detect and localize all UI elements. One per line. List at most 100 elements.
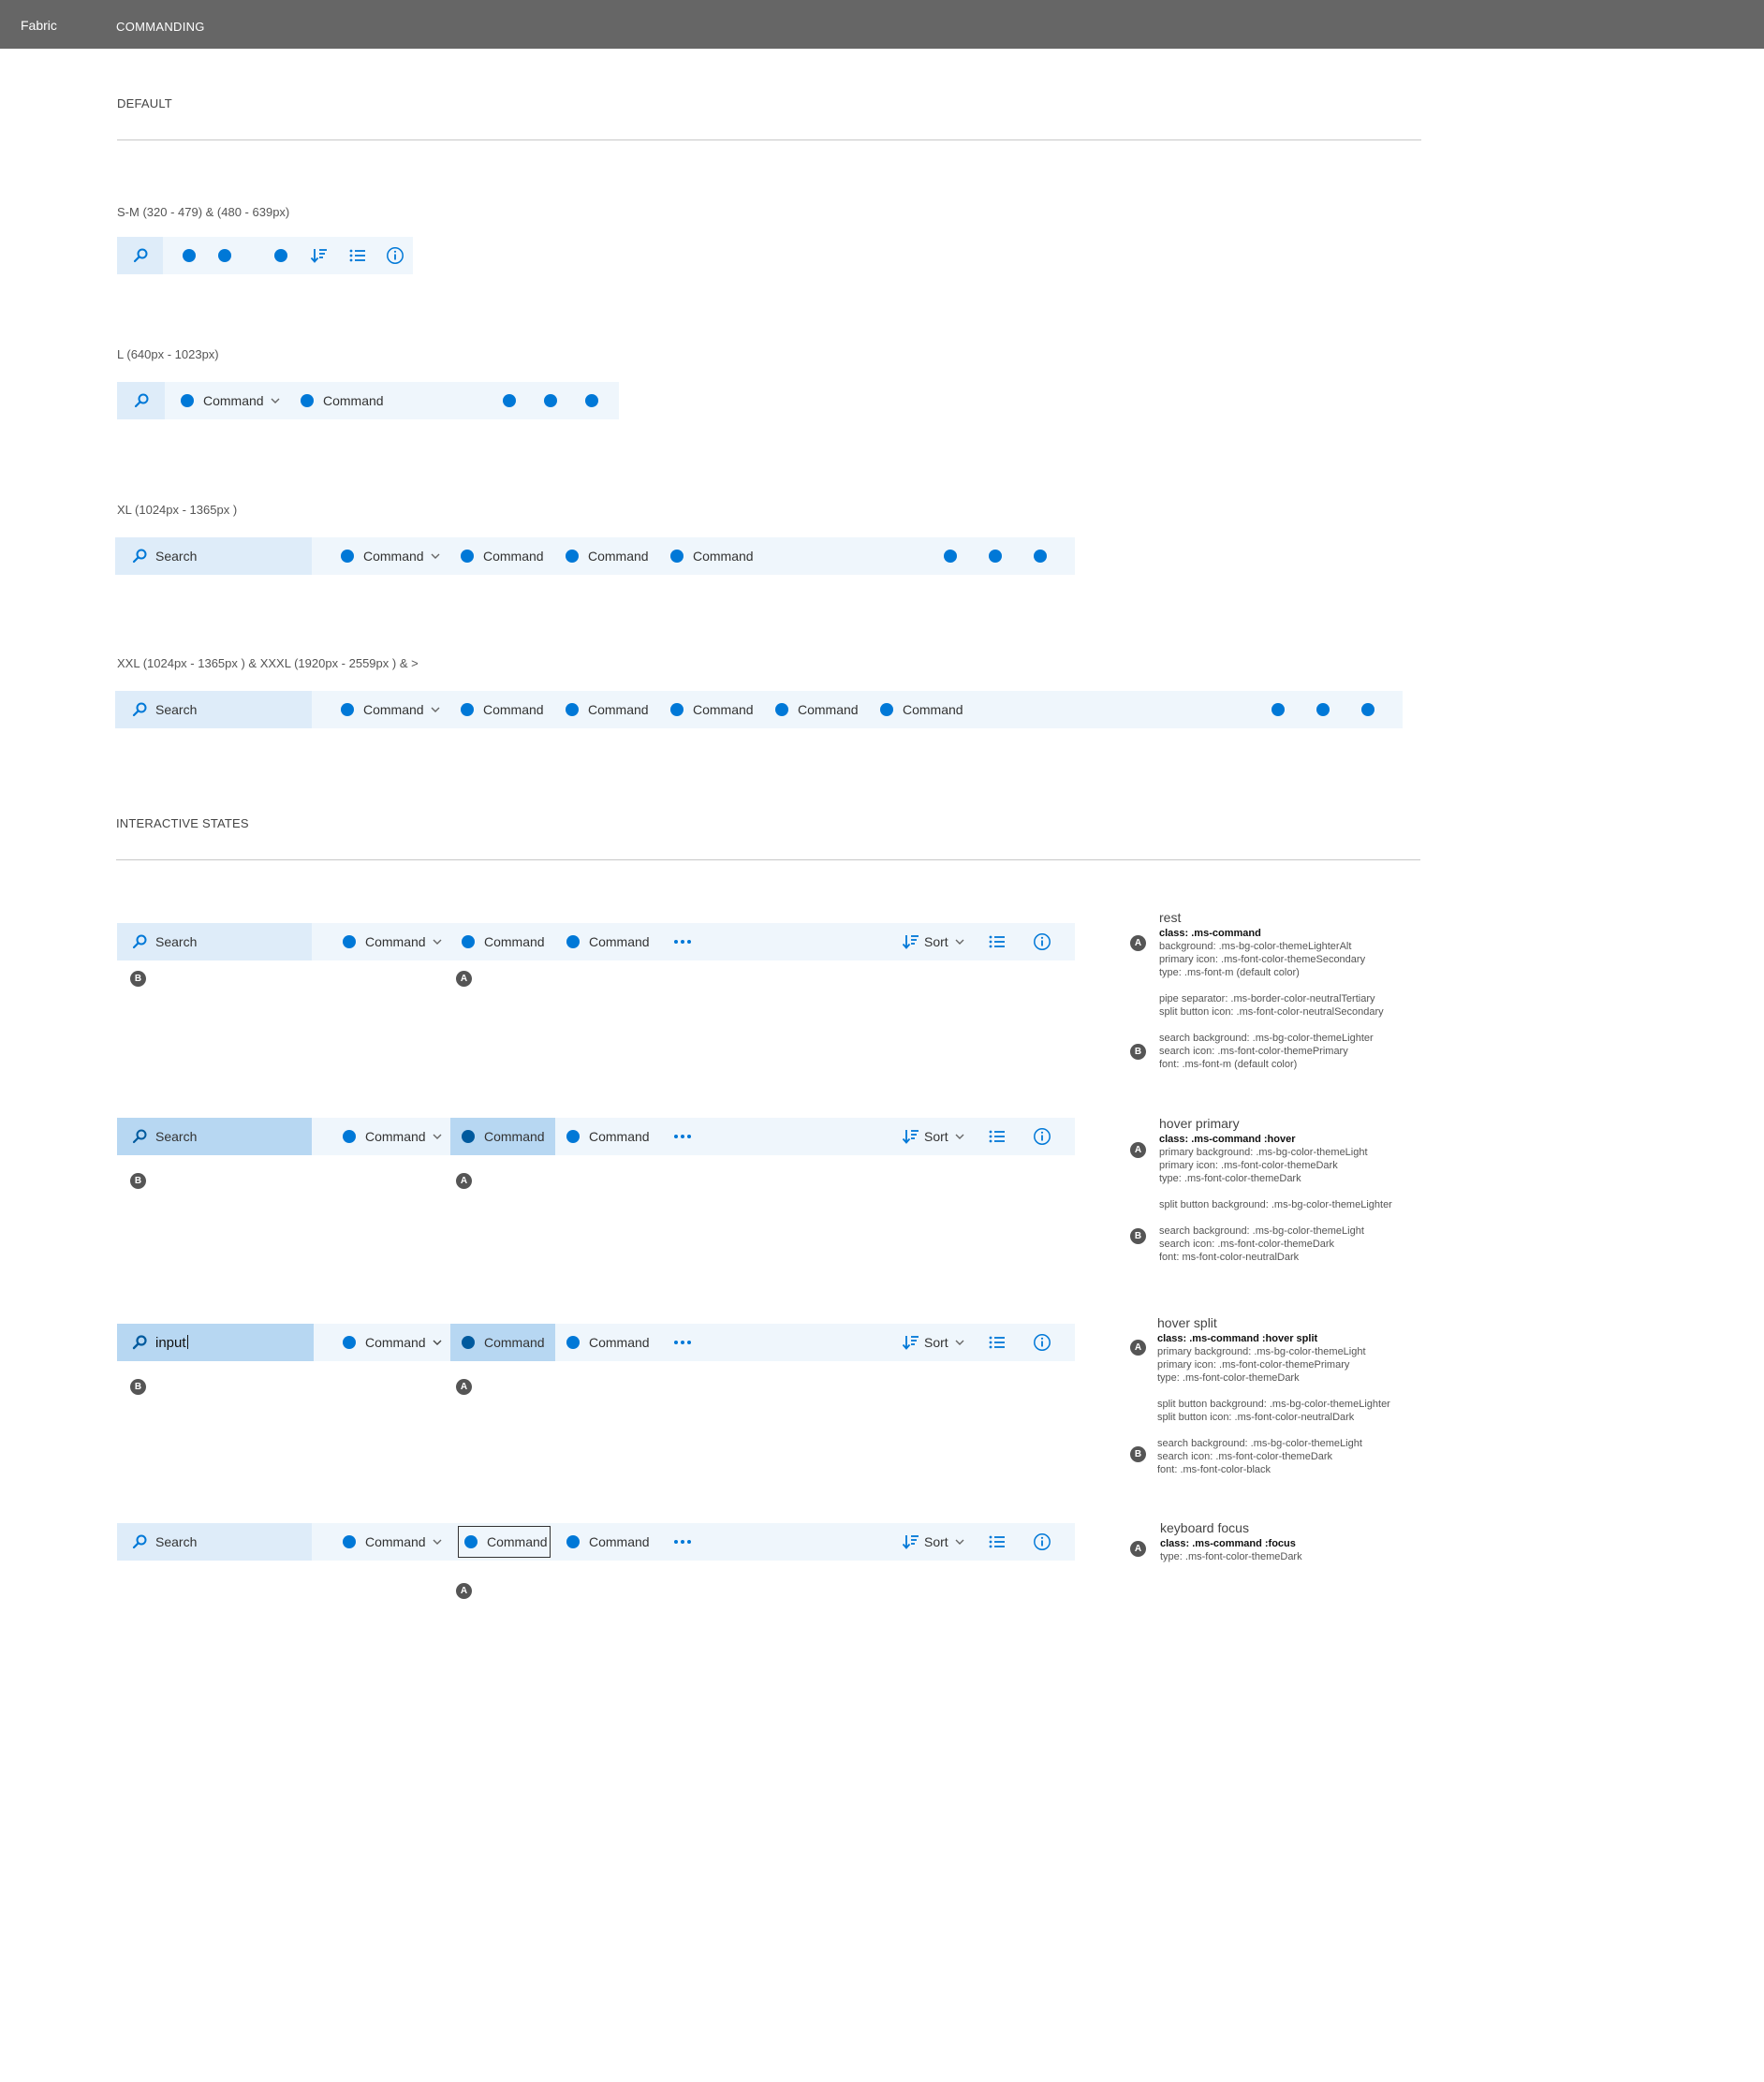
command-split-button[interactable]: Command	[343, 1523, 442, 1561]
circle-icon	[566, 1130, 580, 1143]
command-icon-button[interactable]	[585, 394, 598, 407]
search-box[interactable]: Search	[115, 691, 312, 728]
list-icon[interactable]	[988, 932, 1007, 951]
list-icon[interactable]	[988, 1333, 1007, 1352]
note-line: primary background: .ms-bg-color-themeLi…	[1157, 1346, 1366, 1357]
search-placeholder: Search	[155, 934, 198, 949]
command-button[interactable]: Command	[880, 691, 963, 728]
sort-button[interactable]: Sort	[902, 923, 964, 960]
command-button[interactable]: Command	[566, 923, 650, 960]
magnifier-icon	[131, 1533, 148, 1550]
command-label: Command	[693, 702, 754, 717]
command-button[interactable]: Command	[566, 537, 649, 575]
command-button[interactable]: Command	[566, 1118, 650, 1155]
note-line: font: ms-font-color-neutralDark	[1159, 1252, 1300, 1263]
command-label: Command	[487, 1534, 548, 1549]
note-badge-b: B	[1130, 1228, 1146, 1244]
command-icon-button[interactable]	[544, 394, 557, 407]
circle-icon	[462, 1130, 475, 1143]
circle-icon	[462, 935, 475, 948]
chevron-down-icon	[955, 1340, 964, 1345]
search-box[interactable]: Search	[117, 1523, 312, 1561]
ellipsis-icon[interactable]	[673, 1341, 692, 1344]
ellipsis-icon[interactable]	[673, 1540, 692, 1544]
command-icon-button[interactable]	[944, 550, 957, 563]
note-class: class: .ms-command :focus	[1160, 1538, 1296, 1549]
command-button[interactable]: Command	[461, 537, 544, 575]
search-box[interactable]: Search	[117, 1118, 312, 1155]
chevron-down-icon[interactable]	[271, 398, 280, 403]
sort-button[interactable]: Sort	[902, 1523, 964, 1561]
info-icon[interactable]	[1033, 1532, 1051, 1551]
command-button[interactable]: Command	[450, 923, 553, 960]
info-icon[interactable]	[1033, 932, 1051, 951]
sort-label: Sort	[924, 1335, 948, 1350]
command-button[interactable]: Command	[301, 382, 384, 419]
command-icon-button[interactable]	[503, 394, 516, 407]
command-button-focused[interactable]: Command	[458, 1526, 551, 1558]
chevron-down-icon[interactable]	[433, 1539, 442, 1545]
section-title: COMMANDING	[116, 20, 205, 34]
command-icon-button[interactable]	[989, 550, 1002, 563]
command-icon-button[interactable]	[1361, 703, 1374, 716]
command-icon-button[interactable]	[183, 249, 196, 262]
chevron-down-icon[interactable]	[431, 553, 440, 559]
command-split-button[interactable]: Command	[343, 923, 442, 960]
search-button[interactable]	[117, 382, 165, 419]
interactive-divider	[116, 859, 1420, 860]
chevron-down-icon[interactable]	[433, 1134, 442, 1139]
search-button[interactable]	[117, 237, 163, 274]
search-input-value: input	[155, 1334, 188, 1351]
circle-icon	[566, 1535, 580, 1548]
command-icon-button[interactable]	[1034, 550, 1047, 563]
command-button-hovered[interactable]: Command	[450, 1118, 555, 1155]
chevron-down-icon[interactable]	[433, 1340, 442, 1345]
note-line: primary background: .ms-bg-color-themeLi…	[1159, 1147, 1368, 1158]
command-label: Command	[589, 1129, 650, 1144]
command-label: Command	[588, 549, 649, 564]
sort-icon	[902, 1127, 920, 1146]
command-split-button[interactable]: Command	[181, 382, 280, 419]
chevron-down-icon	[955, 939, 964, 945]
command-split-button[interactable]: Command	[343, 1118, 442, 1155]
command-button[interactable]: Command	[566, 691, 649, 728]
command-button[interactable]: Command	[670, 537, 754, 575]
list-icon[interactable]	[988, 1532, 1007, 1551]
command-split-button[interactable]: Command	[343, 1324, 442, 1361]
command-icon-button[interactable]	[218, 249, 231, 262]
command-button[interactable]: Command	[775, 691, 859, 728]
sort-button[interactable]: Sort	[902, 1324, 964, 1361]
command-icon-button[interactable]	[274, 249, 287, 262]
search-box[interactable]: Search	[115, 537, 312, 575]
sort-icon[interactable]	[310, 246, 329, 265]
sort-button[interactable]: Sort	[902, 1118, 964, 1155]
magnifier-icon	[131, 548, 148, 564]
search-box[interactable]: Search	[117, 923, 312, 960]
info-icon[interactable]	[1033, 1333, 1051, 1352]
list-icon[interactable]	[988, 1127, 1007, 1146]
commandbar-sm	[117, 237, 413, 274]
search-input[interactable]: input	[117, 1324, 314, 1361]
command-button[interactable]: Command	[566, 1523, 650, 1561]
note-class: class: .ms-command	[1159, 928, 1261, 939]
note-keyboard-focus: keyboard focus class: .ms-command :focus…	[1160, 1521, 1553, 1563]
command-icon-button[interactable]	[1272, 703, 1285, 716]
command-split-button[interactable]: Command	[341, 691, 440, 728]
chevron-down-icon[interactable]	[433, 939, 442, 945]
command-label: Command	[365, 1534, 426, 1549]
command-button[interactable]: Command	[566, 1324, 650, 1361]
list-icon[interactable]	[348, 246, 367, 265]
command-button-hovered[interactable]: Command	[450, 1324, 555, 1361]
command-button[interactable]: Command	[670, 691, 754, 728]
command-label: Command	[203, 393, 264, 408]
info-icon[interactable]	[1033, 1127, 1051, 1146]
command-split-button[interactable]: Command	[341, 537, 440, 575]
search-placeholder: Search	[155, 549, 198, 564]
chevron-down-icon[interactable]	[431, 707, 440, 712]
info-icon[interactable]	[386, 246, 404, 265]
circle-icon	[880, 703, 893, 716]
ellipsis-icon[interactable]	[673, 940, 692, 944]
ellipsis-icon[interactable]	[673, 1135, 692, 1138]
command-icon-button[interactable]	[1316, 703, 1330, 716]
command-button[interactable]: Command	[461, 691, 544, 728]
